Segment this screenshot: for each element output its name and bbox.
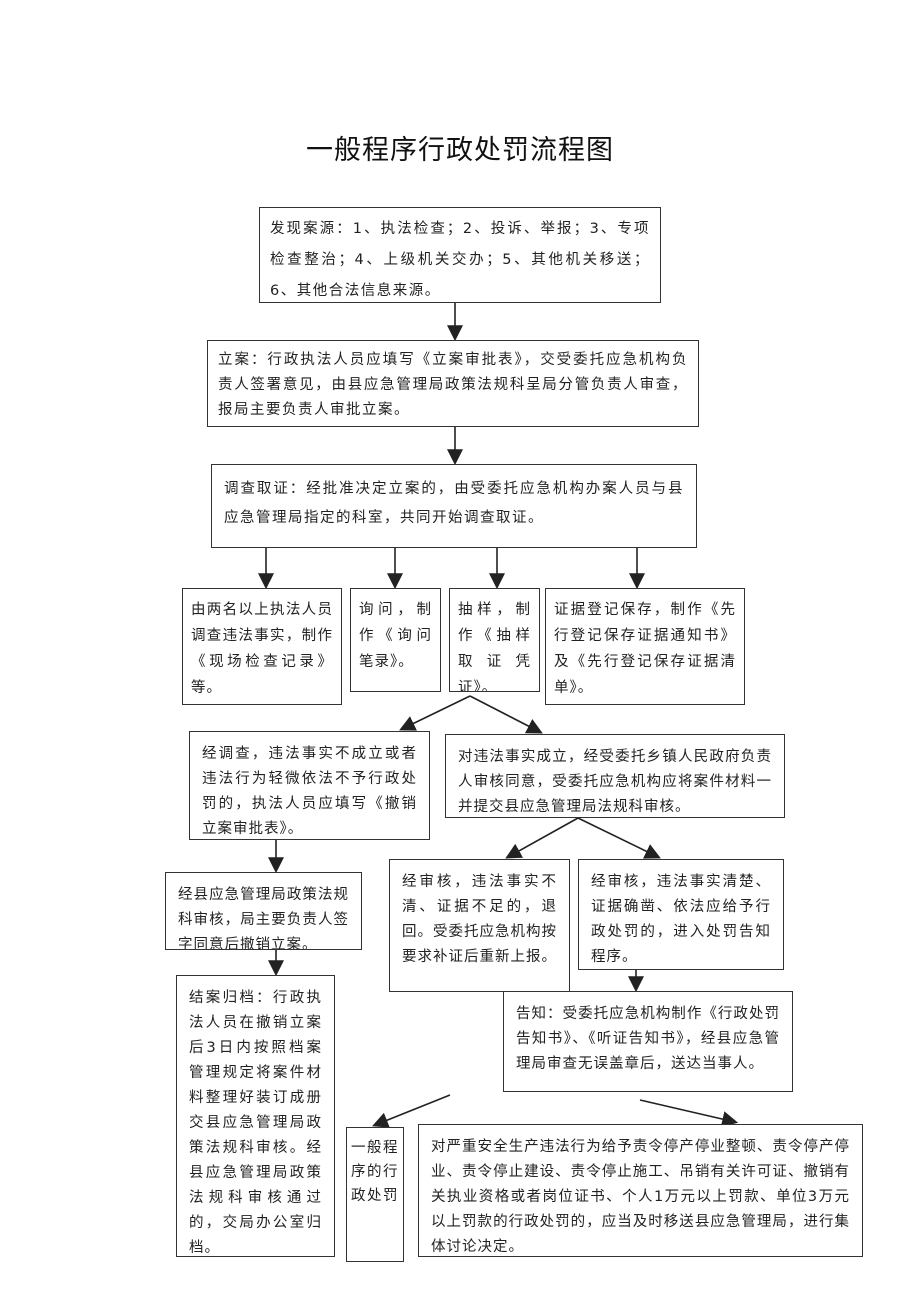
investigation-sampling-box: 抽样，制作《抽样取证凭证》。: [449, 588, 540, 692]
notify-box: 告知：受委托应急机构制作《行政处罚告知书》、《听证告知书》，经县应急管理局审查无…: [503, 991, 793, 1092]
arrow-to-established: [469, 695, 543, 734]
insufficient-box: 经审核，违法事实不清、证据不足的，退回。受委托应急机构按要求补证后重新上报。: [389, 859, 570, 992]
investigation-evidence-box: 证据登记保存，制作《先行登记保存证据通知书》及《先行登记保存证据清单》。: [545, 588, 745, 705]
sufficient-box: 经审核，违法事实清楚、证据确凿、依法应给予行政处罚的，进入处罚告知程序。: [578, 859, 784, 970]
investigation-inquiry-box: 询问，制作《询问笔录》。: [350, 588, 441, 692]
arrow-to-not-established: [399, 695, 471, 731]
arrow-to-serious: [639, 1099, 739, 1127]
arrow-to-sufficient: [577, 817, 661, 859]
filing-box: 立案：行政执法人员应填写《立案审批表》，交受委托应急机构负责人签署意见，由县应急…: [207, 340, 699, 427]
source-box: 发现案源：1、执法检查；2、投诉、举报；3、专项检查整治；4、上级机关交办；5、…: [259, 207, 661, 303]
page-title: 一般程序行政处罚流程图: [306, 135, 614, 166]
arrow-to-general: [372, 1094, 451, 1128]
archive-box: 结案归档：行政执法人员在撤销立案后3日内按照档案管理规定将案件材料整理好装订成册…: [176, 975, 335, 1257]
investigation-box: 调查取证：经批准决定立案的，由受委托应急机构办案人员与县应急管理局指定的科室，共…: [211, 464, 697, 548]
serious-violation-box: 对严重安全生产违法行为给予责令停产停业整顿、责令停产停业、责令停止建设、责令停止…: [418, 1124, 863, 1257]
revoke-review-box: 经县应急管理局政策法规科审核，局主要负责人签字同意后撤销立案。: [165, 872, 362, 950]
general-procedure-box: 一般程序的行政处罚: [346, 1127, 404, 1262]
established-box: 对违法事实成立，经受委托乡镇人民政府负责人审核同意，受委托应急机构应将案件材料一…: [445, 734, 785, 818]
not-established-box: 经调查，违法事实不成立或者违法行为轻微依法不予行政处罚的，执法人员应填写《撤销立…: [189, 731, 430, 840]
arrow-to-insufficient: [505, 817, 579, 859]
investigation-site-box: 由两名以上执法人员调查违法事实，制作《现场检查记录》等。: [182, 588, 342, 705]
